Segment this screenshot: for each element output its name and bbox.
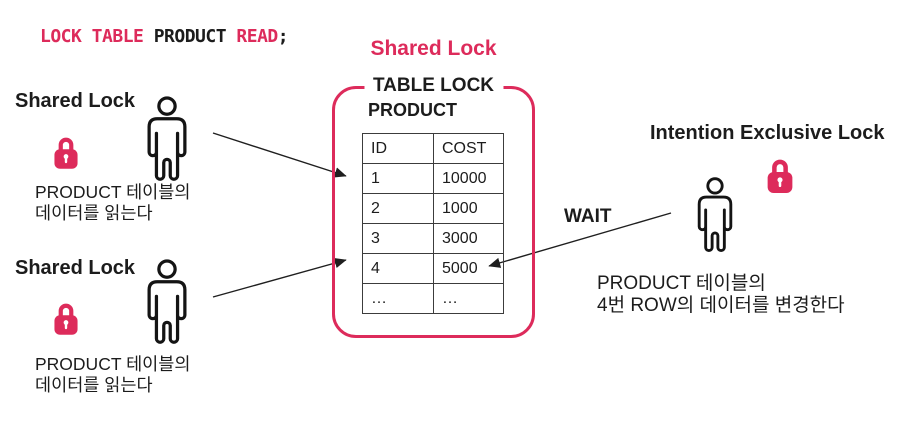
col-header-cost: COST <box>433 133 504 164</box>
lock-icon <box>54 303 78 335</box>
intention-exclusive-lock-label: Intention Exclusive Lock <box>650 122 885 144</box>
table-lock-label: TABLE LOCK <box>363 75 504 97</box>
lock-icon <box>54 137 78 169</box>
description-line: PRODUCT 테이블의 <box>35 182 191 202</box>
sql-statement: LOCK TABLE PRODUCT READ; <box>40 26 289 47</box>
cell-id: 2 <box>362 193 434 224</box>
product-table-name: PRODUCT <box>368 100 457 120</box>
description-line: PRODUCT 테이블의 <box>597 273 766 294</box>
shared-lock-actor2-description: PRODUCT 테이블의 데이터를 읽는다 <box>35 354 190 396</box>
wait-label: WAIT <box>564 206 612 227</box>
intention-exclusive-lock-description: PRODUCT 테이블의 4번 ROW의 데이터를 변경한다 <box>597 273 845 317</box>
shared-lock-title: Shared Lock <box>370 37 497 60</box>
sql-keyword-lock-table: LOCK TABLE <box>40 26 144 47</box>
description-line: 4번 ROW의 데이터를 변경한다 <box>597 295 845 316</box>
cell-cost: 5000 <box>433 253 504 284</box>
shared-lock-actor2-label: Shared Lock <box>15 257 136 279</box>
sql-object-name: PRODUCT <box>143 26 237 47</box>
table-row: 2 1000 <box>362 193 504 224</box>
table-row: 1 10000 <box>362 163 504 194</box>
cell-id: 1 <box>362 163 434 194</box>
sql-punctuation: ; <box>277 26 289 47</box>
shared-lock-actor1-label: Shared Lock <box>15 90 136 112</box>
table-row: 4 5000 <box>362 253 504 284</box>
description-line: 데이터를 읽는다 <box>35 203 153 223</box>
table-lock-box: TABLE LOCK PRODUCT ID COST 1 10000 2 100… <box>332 75 535 338</box>
person-icon <box>147 96 187 181</box>
col-header-id: ID <box>362 133 434 164</box>
description-line: 데이터를 읽는다 <box>35 375 153 395</box>
shared-lock-actor1-description: PRODUCT 테이블의 데이터를 읽는다 <box>35 182 190 224</box>
cell-cost: 10000 <box>433 163 504 194</box>
cell-cost: 3000 <box>433 223 504 254</box>
cell-cost: … <box>433 283 504 314</box>
cell-id: 4 <box>362 253 434 284</box>
table-header-row: ID COST <box>362 133 504 164</box>
cell-id: … <box>362 283 434 314</box>
sql-keyword-read: READ <box>236 26 278 47</box>
product-table: ID COST 1 10000 2 1000 3 3000 4 <box>362 133 504 314</box>
person-icon <box>147 259 187 344</box>
table-row: 3 3000 <box>362 223 504 254</box>
cell-id: 3 <box>362 223 434 254</box>
arrow-shared1-to-table <box>212 132 347 178</box>
table-row: … … <box>362 283 504 314</box>
person-icon <box>697 177 733 252</box>
cell-cost: 1000 <box>433 193 504 224</box>
arrow-shared2-to-table <box>212 257 347 298</box>
description-line: PRODUCT 테이블의 <box>35 354 191 374</box>
lock-icon <box>767 159 793 193</box>
